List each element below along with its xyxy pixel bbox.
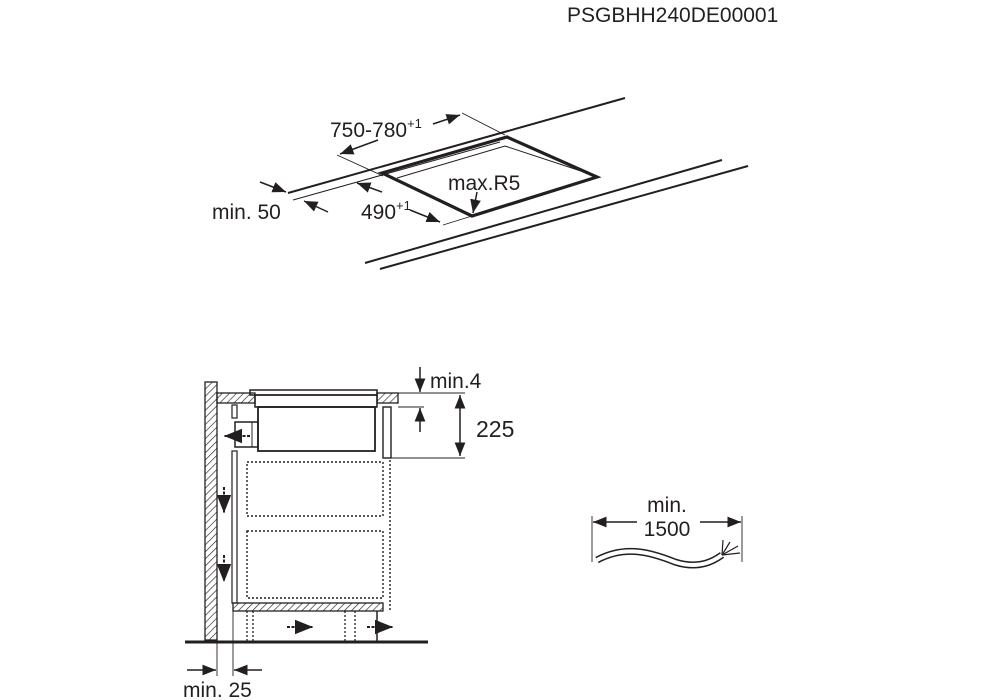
cable-wires — [721, 539, 741, 556]
front-panel — [382, 406, 392, 459]
cable-length-label: 1500 — [644, 518, 691, 541]
wall — [204, 381, 218, 641]
edge-distance-label: min. 50 — [212, 201, 281, 224]
wall-distance-label: min. 25 — [183, 679, 252, 700]
section-view: min.4 225 min. 25 — [183, 367, 514, 700]
back-panel-top — [231, 404, 238, 419]
cable-label-min: min. — [647, 494, 687, 517]
model-code: PSGBHH240DE00001 — [567, 4, 778, 27]
cable-view: min. 1500 — [591, 494, 743, 569]
gap-label: min.4 — [430, 370, 482, 393]
drawer-bottom — [246, 530, 384, 599]
worktop-front-edge-lower — [379, 165, 749, 270]
cutout-view: 750-780+1 490+1 min. 50 max.R5 — [212, 97, 749, 270]
worktop-back-edge-inner — [292, 141, 501, 201]
depth-dimension: 490+1 — [361, 198, 411, 224]
worktop-back-edge — [287, 97, 626, 194]
back-panel — [231, 450, 238, 604]
hob-unit — [257, 406, 376, 452]
cutout-inner-edge — [396, 145, 594, 179]
hob-frame — [254, 394, 378, 408]
radius-label: max.R5 — [448, 172, 520, 195]
drawer-top — [246, 461, 384, 517]
width-dimension: 750-780+1 — [330, 116, 422, 142]
worktop-right — [376, 392, 399, 404]
cutout-outline — [377, 135, 602, 218]
height-label: 225 — [476, 416, 514, 442]
exhaust-outlet — [234, 421, 259, 448]
worktop-front-edge — [364, 159, 723, 264]
cabinet-base — [232, 602, 384, 612]
